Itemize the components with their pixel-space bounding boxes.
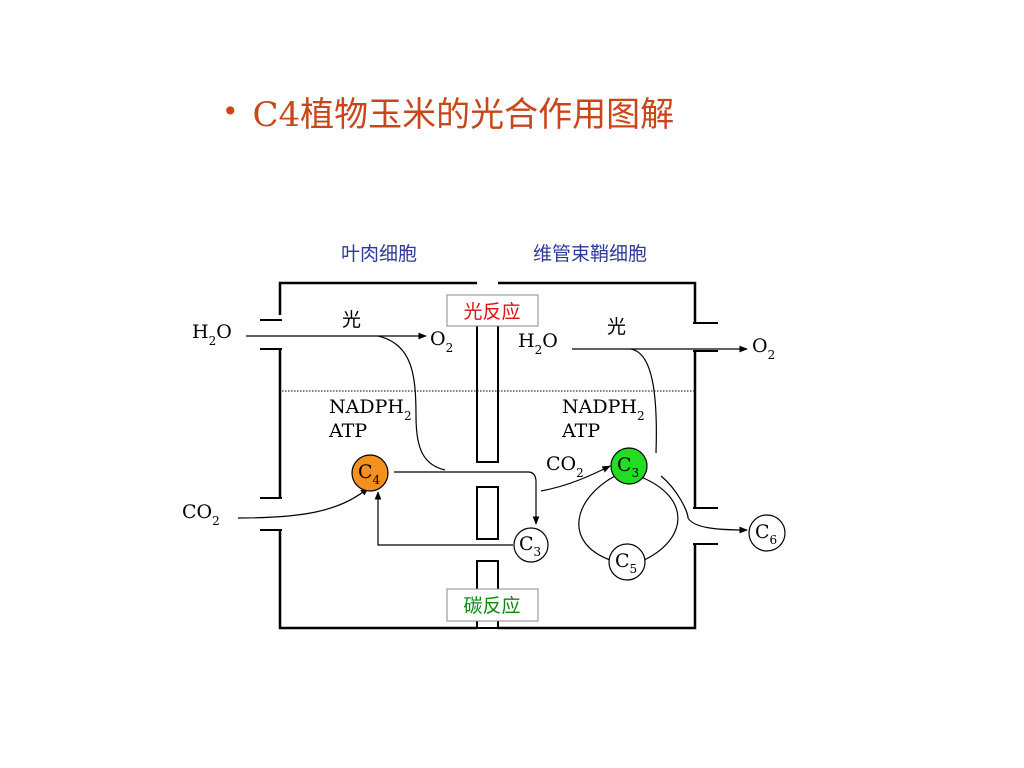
c3-node: C3: [513, 527, 549, 563]
bundle-sheath-cell-wall: [498, 281, 718, 630]
light-reaction-box: 光反应: [446, 294, 539, 327]
light-label-right: 光: [607, 316, 626, 338]
h2o-left: H2O: [192, 321, 232, 348]
bullet-icon: •: [222, 94, 239, 128]
title-text: C4植物玉米的光合作用图解: [252, 94, 675, 135]
slide-title: • C4植物玉米的光合作用图解: [222, 86, 674, 136]
c3-label: C3: [519, 533, 541, 559]
light-label-left: 光: [342, 309, 361, 331]
c6-label: C6: [755, 521, 777, 547]
atp-right: ATP: [561, 420, 600, 442]
co2-inner: CO2: [546, 453, 584, 480]
c6-node: C6: [748, 514, 786, 552]
c4-label: C4: [358, 461, 381, 487]
nadph2-right: NADPH2: [562, 396, 645, 423]
c3-green-label: C3: [617, 454, 639, 480]
mesophyll-cell-label: 叶肉细胞: [341, 243, 417, 265]
light-reaction-label: 光反应: [463, 301, 520, 323]
mesophyll-cell-wall: [260, 281, 477, 630]
bundle-sheath-cell-label: 维管束鞘细胞: [533, 243, 647, 265]
flow-arrows: [237, 332, 748, 562]
carbon-reaction-box: 碳反应: [446, 588, 539, 622]
o2-right: O2: [752, 335, 775, 362]
h2o-right: H2O: [518, 330, 558, 357]
carbon-reaction-label: 碳反应: [463, 595, 520, 617]
c5-label: C5: [615, 550, 637, 576]
co2-outside: CO2: [182, 501, 220, 528]
plasmodesmata-wall: [476, 324, 499, 629]
c5-node: C5: [608, 543, 646, 581]
nadph2-left: NADPH2: [329, 396, 412, 423]
o2-left: O2: [430, 328, 453, 355]
c4-node: C4: [351, 454, 389, 492]
atp-left: ATP: [328, 420, 367, 442]
c3-green-node: C3: [610, 447, 648, 485]
